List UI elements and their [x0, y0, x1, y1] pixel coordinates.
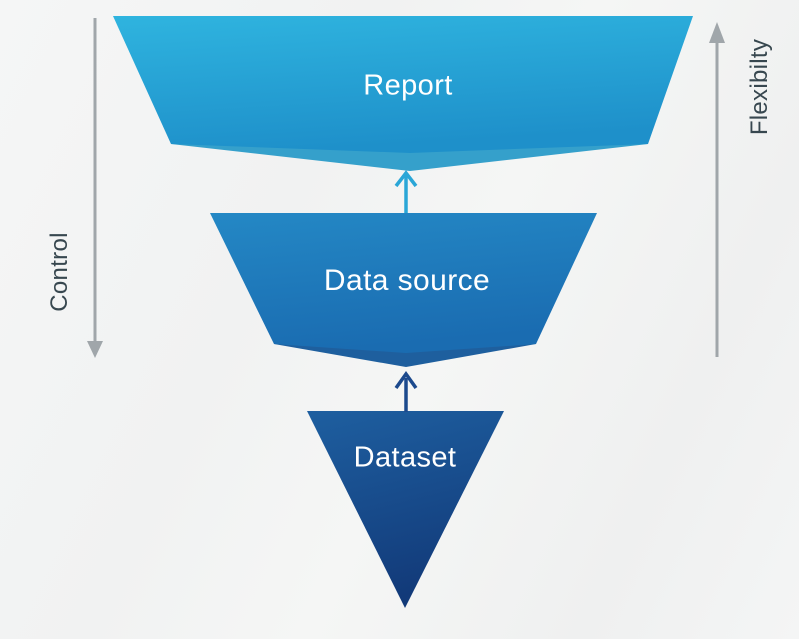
report-label: Report [363, 69, 453, 102]
datasource-label: Data source [323, 264, 491, 297]
control-down-arrow-icon [87, 18, 103, 358]
datasource-fold-shape [274, 344, 536, 367]
datasource-shape [210, 213, 597, 353]
datasource-to-report-up-arrow-icon [394, 170, 418, 213]
report-fold-shape [171, 144, 648, 171]
flexibility-up-arrow-icon [709, 22, 725, 357]
flexibility-axis-label: Flexibilty [746, 38, 773, 136]
dataset-label: Dataset [353, 441, 457, 474]
control-axis-label: Control [46, 232, 73, 312]
dataset-shape [307, 411, 504, 608]
dataset-to-datasource-up-arrow-icon [394, 370, 418, 412]
report-shape [113, 16, 693, 153]
